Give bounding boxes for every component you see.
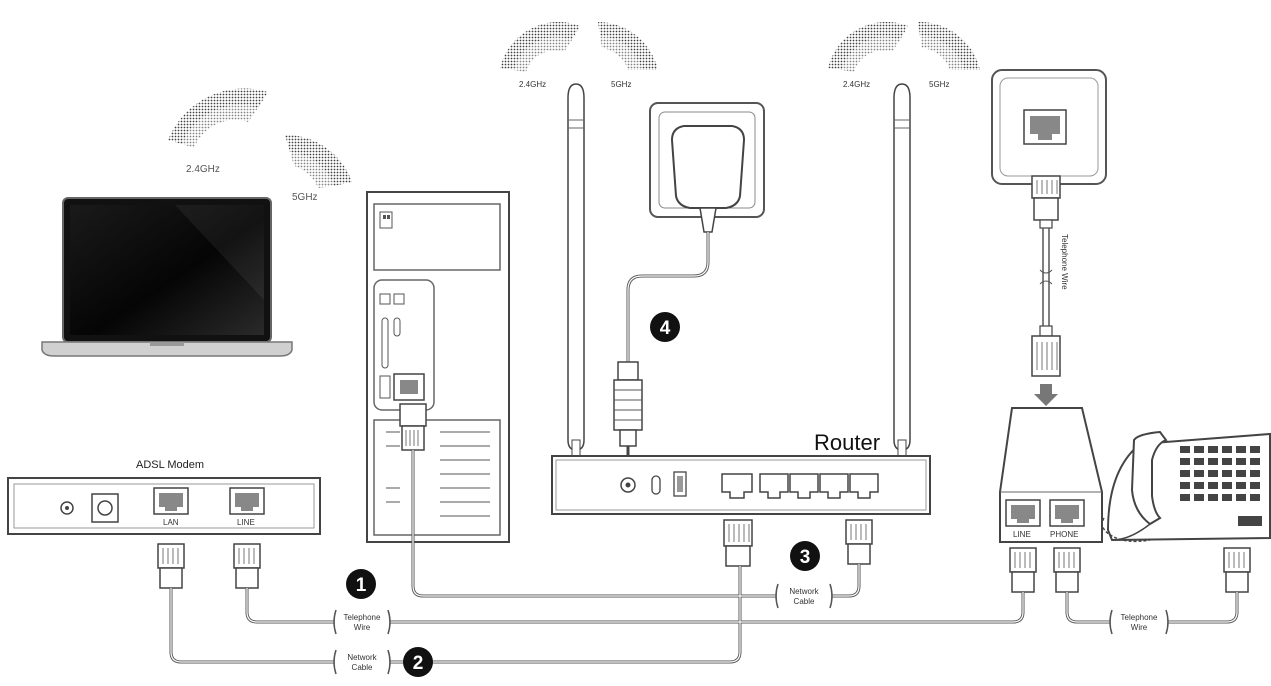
step-number: 3 <box>800 547 811 568</box>
band-label-5ghz: 5GHz <box>611 80 631 89</box>
wifi-wave-24ghz-icon <box>500 21 580 72</box>
telephone-wire-label-line1: Telephone <box>344 613 381 622</box>
splitter-line-label: LINE <box>1013 530 1031 539</box>
telephone-wire-label-line2: Wire <box>1131 623 1148 632</box>
vertical-telephone-wire <box>1039 228 1053 326</box>
wifi-wave-24ghz-icon <box>828 21 908 72</box>
wifi-waves-laptop: 2.4GHz 5GHz <box>168 88 352 203</box>
power-plug-icon <box>613 361 643 476</box>
router-lan-ports-icon <box>759 473 879 499</box>
power-adapter-icon <box>626 125 746 362</box>
wifi-wave-5ghz-icon <box>598 22 658 70</box>
step-badge-3: 3 <box>790 541 820 571</box>
wifi-waves-router-left: 2.4GHz 5GHz <box>500 21 658 89</box>
step-badge-4: 4 <box>650 312 680 342</box>
cable-label-telephone-wire-phone: Telephone Wire <box>1109 608 1169 635</box>
router-lan-plug-icon <box>845 519 873 565</box>
cable-label-telephone-wire-1: Telephone Wire <box>333 608 391 635</box>
modem-line-port-icon <box>229 487 265 515</box>
modem-lan-port-icon <box>153 487 189 515</box>
wall-phone-jack-icon <box>991 69 1107 185</box>
band-label-5ghz: 5GHz <box>929 80 949 89</box>
router-wan-port-icon <box>721 473 753 499</box>
network-cable-label-line2: Cable <box>794 597 815 606</box>
band-label-24ghz: 2.4GHz <box>186 164 220 175</box>
splitter-phone-label: PHONE <box>1050 530 1078 539</box>
modem-lan-label: LAN <box>163 518 179 527</box>
band-label-24ghz: 2.4GHz <box>843 80 870 89</box>
router-antenna-left-icon <box>567 83 585 457</box>
splitter-line-plug-icon <box>1009 547 1037 593</box>
step-number: 4 <box>660 318 671 339</box>
wall-jack-plug-icon <box>1031 175 1061 229</box>
pc-network-plug-icon <box>399 403 427 451</box>
wifi-wave-5ghz-icon <box>285 134 352 188</box>
modem-title: ADSL Modem <box>136 459 204 471</box>
telephone-wire-label-line2: Wire <box>354 623 371 632</box>
step-number: 1 <box>356 575 367 596</box>
splitter-input-plug-icon <box>1031 325 1061 377</box>
cable-label-network-cable-3: Network Cable <box>775 582 833 609</box>
telephone-wire-label-line1: Telephone <box>1121 613 1158 622</box>
telephone-wire-label-vertical: Telephone Wire <box>1060 234 1069 290</box>
cable-label-network-cable-2: Network Cable <box>333 648 391 675</box>
step-number: 2 <box>413 653 424 674</box>
splitter-phone-plug-icon <box>1053 547 1081 593</box>
splitter-line-port-icon <box>1005 499 1041 527</box>
step-badge-2: 2 <box>403 647 433 677</box>
router-label: Router <box>814 430 880 455</box>
wifi-wave-24ghz-icon <box>168 88 268 148</box>
router-antenna-right-icon <box>893 83 911 457</box>
telephone-icon <box>1101 430 1271 543</box>
laptop-icon <box>41 197 293 357</box>
wifi-waves-router-right: 2.4GHz 5GHz <box>828 21 980 89</box>
modem-line-label: LINE <box>237 518 255 527</box>
down-arrow-icon <box>1034 384 1058 406</box>
splitter-phone-port-icon <box>1049 499 1085 527</box>
step-badge-1: 1 <box>346 569 376 599</box>
network-cable-label-line1: Network <box>347 653 377 662</box>
network-cable-label-line1: Network <box>789 587 819 596</box>
computer-tower-icon <box>366 191 510 543</box>
band-label-24ghz: 2.4GHz <box>519 80 546 89</box>
modem-lan-plug-icon <box>157 543 185 589</box>
network-cable-label-line2: Cable <box>352 663 373 672</box>
modem-line-plug-icon <box>233 543 261 589</box>
band-label-5ghz: 5GHz <box>292 192 318 203</box>
telephone-plug-icon <box>1223 547 1251 593</box>
router-wan-plug-icon <box>723 519 753 567</box>
wifi-wave-5ghz-icon <box>918 21 980 71</box>
